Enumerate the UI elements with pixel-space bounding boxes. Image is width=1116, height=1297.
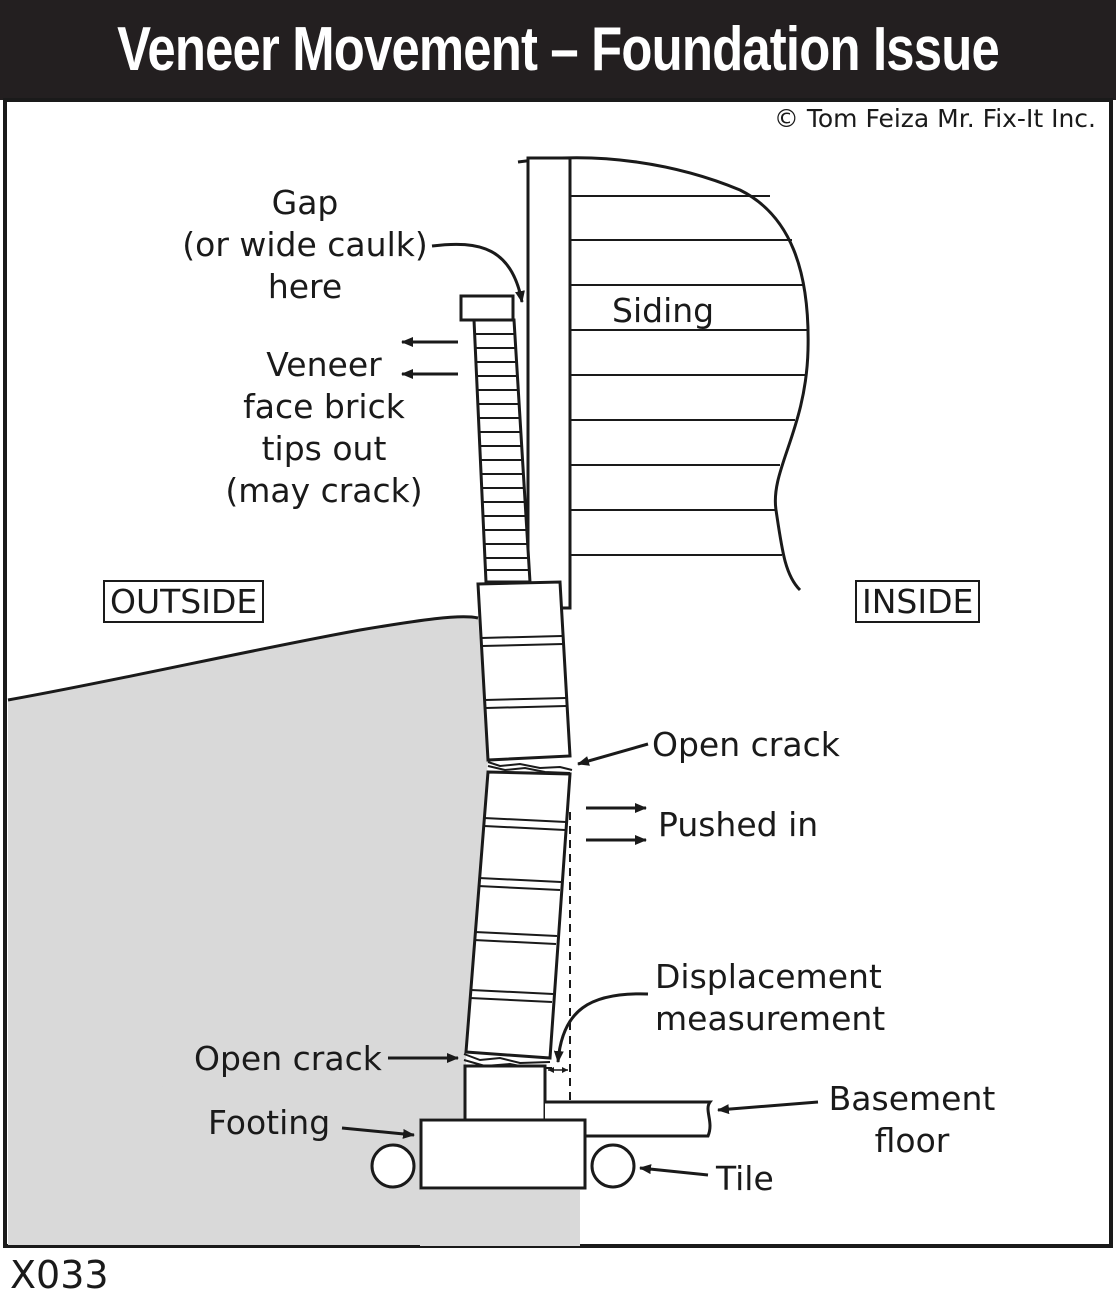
copyright-text: © Tom Feiza Mr. Fix-It Inc. xyxy=(773,104,1096,133)
displacement-arrow xyxy=(553,992,649,1063)
crack-lower xyxy=(463,1053,551,1065)
veneer-label-2: face brick xyxy=(243,387,406,426)
tile-arrow xyxy=(639,1164,709,1177)
veneer-label-1: Veneer xyxy=(266,345,382,384)
open-crack-upper-label: Open crack xyxy=(652,725,841,764)
pushed-in-label: Pushed in xyxy=(658,805,818,844)
veneer-label-4: (may crack) xyxy=(225,471,422,510)
diagram-code: X033 xyxy=(10,1253,109,1297)
wall-sheathing xyxy=(526,156,572,610)
outside-label: OUTSIDE xyxy=(103,580,265,623)
foundation-upper xyxy=(476,580,572,762)
wall-base xyxy=(463,1064,547,1122)
title-bar xyxy=(0,0,1116,100)
grade-line xyxy=(7,615,479,702)
displacement-label-1: Displacement xyxy=(655,957,882,996)
siding-label: Siding xyxy=(612,291,714,330)
tile-left xyxy=(370,1143,416,1189)
inside-label: INSIDE xyxy=(855,580,981,623)
tile-label: Tile xyxy=(715,1159,774,1198)
tile-right xyxy=(590,1143,636,1189)
basement-floor-label-1: Basement xyxy=(829,1079,996,1118)
siding-panel xyxy=(517,156,810,592)
footing xyxy=(419,1118,587,1190)
veneer-brick xyxy=(459,294,532,584)
open-crack-lower-label: Open crack xyxy=(194,1039,383,1078)
footing-arrow xyxy=(341,1126,415,1139)
footing-label: Footing xyxy=(208,1103,330,1142)
gap-label-1: Gap xyxy=(272,183,339,222)
open-crack-upper-arrow xyxy=(577,742,649,766)
siding-lines xyxy=(570,195,808,556)
gap-arrow xyxy=(431,242,525,303)
gap-label-3: here xyxy=(268,267,342,306)
veneer-label-3: tips out xyxy=(262,429,387,468)
displacement-label-2: measurement xyxy=(655,999,885,1038)
page-title: Veneer Movement – Foundation Issue xyxy=(117,15,1000,84)
basement-floor-arrow xyxy=(717,1100,819,1115)
gap-label-2: (or wide caulk) xyxy=(182,225,427,264)
crack-upper xyxy=(487,761,573,771)
foundation-lower xyxy=(464,770,572,1060)
basement-floor-label-2: floor xyxy=(875,1121,950,1160)
soil-fill-lower xyxy=(8,1060,578,1245)
